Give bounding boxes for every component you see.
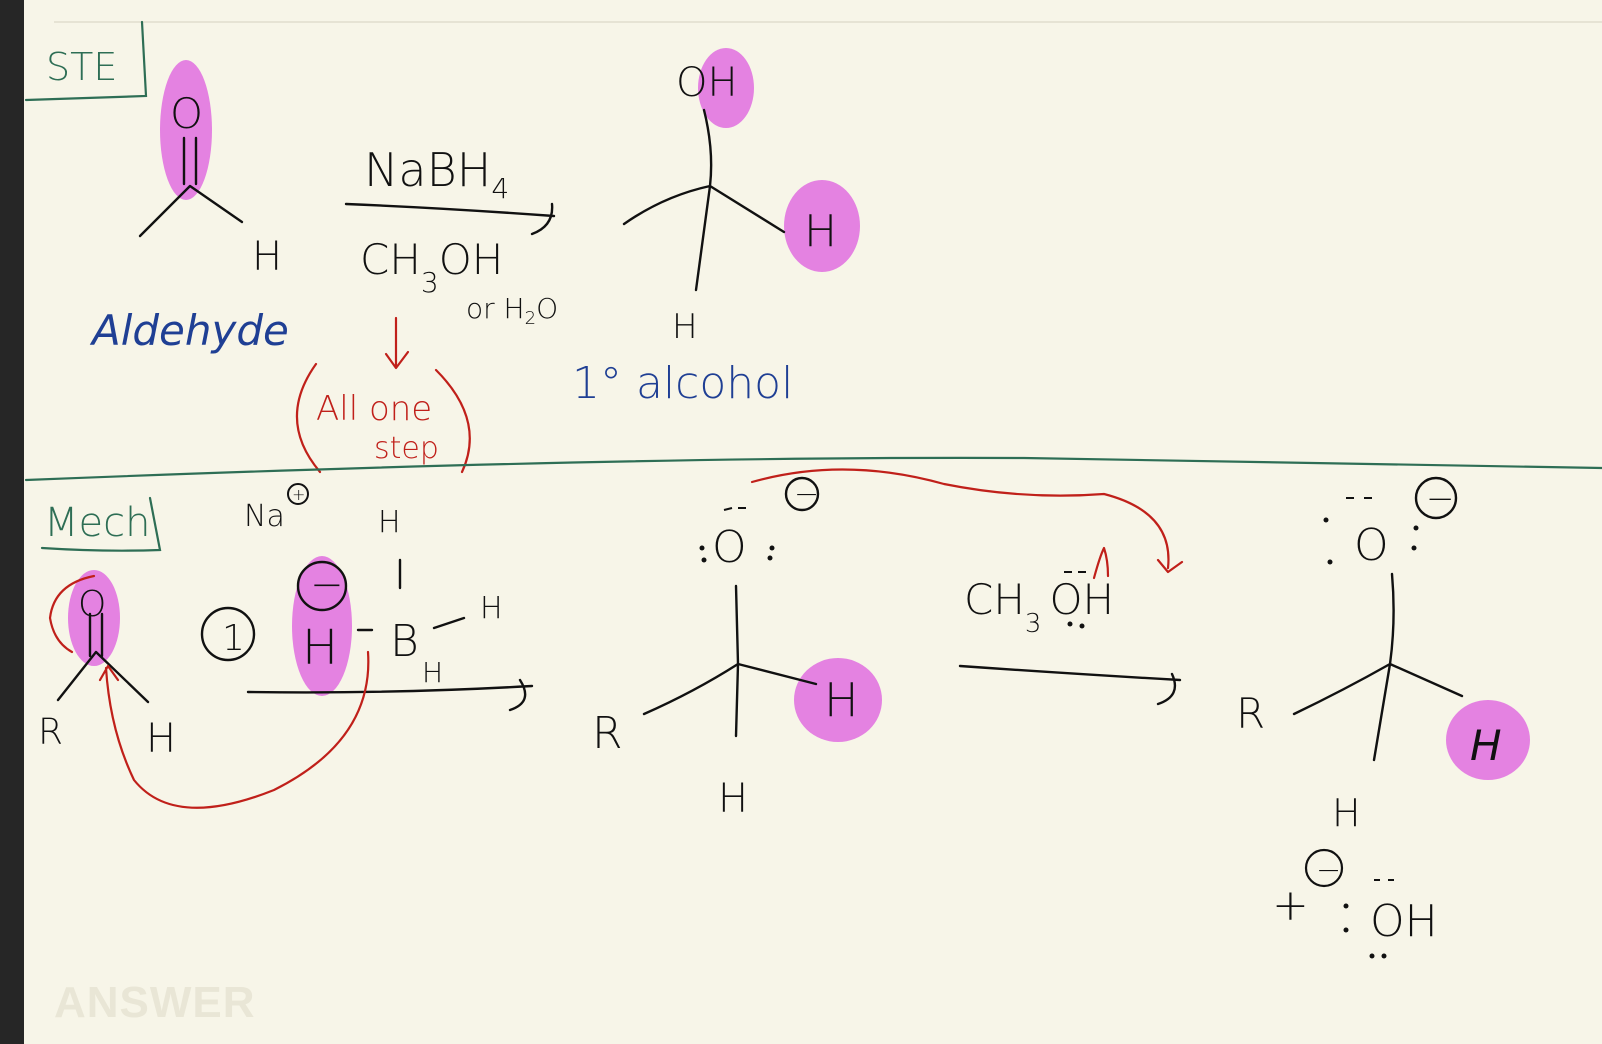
lone-pair-dash — [723, 507, 733, 511]
lone-pair-dot — [769, 545, 775, 551]
lone-pair-dot — [1343, 927, 1349, 933]
lone-pair-dot — [701, 557, 707, 563]
ste-label-box — [24, 20, 148, 102]
product-h-bottom: H — [672, 307, 698, 347]
lone-pair-dot — [1327, 559, 1333, 565]
lone-pair-dot — [1381, 953, 1387, 959]
mech-carbonyl-skeleton — [56, 650, 150, 704]
product-h-highlight — [1446, 700, 1530, 780]
mech-carbonyl-highlight — [68, 570, 120, 666]
electron-mark-icon — [1092, 546, 1110, 580]
reagent-nabh: NaBH4 — [364, 143, 509, 205]
reagent-methanol: CH3OH — [360, 235, 503, 299]
answer-watermark: ANSWER — [54, 978, 256, 1027]
hydride-attack-arrow — [98, 650, 370, 809]
byproduct-oh: OH — [1370, 896, 1438, 947]
product-skeleton — [622, 108, 786, 292]
pi-bond-arrow — [48, 574, 96, 654]
final-product-h-bottom: H — [1332, 791, 1361, 835]
oh-highlight — [698, 48, 754, 128]
mech-carbonyl-h: H — [146, 716, 176, 762]
lone-pair-dot — [1413, 525, 1419, 531]
lone-pair-dot — [1369, 953, 1375, 959]
intermediate-h-right: H — [824, 673, 859, 727]
product-name: 1° alcohol — [572, 358, 793, 409]
intermediate-h-bottom: H — [718, 776, 748, 822]
final-product-h-right: H — [1470, 721, 1502, 770]
mech-arrow-1 — [246, 678, 534, 712]
protonation-arrow — [750, 468, 1184, 574]
note-line-1: All one — [316, 389, 432, 429]
hydride-charge: − — [310, 562, 344, 608]
lone-pair-dot — [699, 545, 705, 551]
step-1-circle — [200, 606, 256, 662]
product-charge: − — [1426, 479, 1455, 519]
alkoxide-charge: − — [794, 477, 819, 512]
boron-h-bottom: H — [422, 656, 443, 689]
sodium-label: Na — [244, 499, 285, 534]
aldehyde-oxygen: O — [170, 89, 203, 138]
byproduct-charge-circle — [1304, 848, 1344, 888]
byproduct-plus: + — [1272, 880, 1309, 931]
hydride-highlight — [292, 556, 352, 696]
product-o: O — [1354, 520, 1389, 571]
sodium-charge-circle — [287, 483, 309, 505]
whiteboard-canvas[interactable]: STE O H Aldehyde NaBH4 CH3OH or H2O All … — [24, 0, 1602, 1044]
note-parentheses — [295, 362, 471, 474]
sodium-charge: + — [292, 485, 305, 504]
intermediate-skeleton — [642, 584, 818, 738]
lone-pair-dot — [767, 555, 773, 561]
boron-h-top: H — [378, 505, 401, 540]
section-divider — [24, 456, 1602, 482]
reagent-water: or H2O — [466, 292, 558, 329]
product-oh: OH — [676, 60, 738, 106]
note-arrow-icon — [384, 316, 410, 370]
note-line-2: step — [374, 431, 439, 466]
product-h-right: H — [804, 206, 837, 257]
byproduct-charge: − — [1316, 853, 1341, 888]
boron-h-right: H — [480, 591, 503, 626]
alkoxide-o: O — [712, 522, 747, 573]
drawing-surface: STE O H Aldehyde NaBH4 CH3OH or H2O All … — [24, 20, 1602, 959]
hydride-h-highlight — [784, 180, 860, 272]
product-charge-circle — [1414, 476, 1458, 520]
intermediate-r: R — [592, 708, 623, 759]
mech-carbonyl-r: R — [38, 712, 63, 753]
boron-atom: B — [390, 616, 419, 667]
aldehyde-h: H — [252, 234, 282, 280]
ste-label: STE — [46, 45, 117, 89]
final-product-skeleton — [1292, 572, 1464, 762]
ste-section: STE O H Aldehyde NaBH4 CH3OH or H2O All … — [24, 20, 860, 474]
mech-arrow-2 — [958, 664, 1182, 706]
mech-label-underline — [40, 496, 162, 552]
aldehyde-name: Aldehyde — [89, 306, 289, 355]
lone-pair-dot — [1411, 545, 1417, 551]
carbonyl-highlight — [160, 60, 212, 200]
lone-pair-dot — [1343, 903, 1349, 909]
lone-pair-dot — [1323, 517, 1329, 523]
ste-reaction-arrow — [344, 202, 556, 236]
mech-section: Mech O R H 1 Na + − H H — [38, 468, 1530, 959]
hydride-h: H — [302, 620, 338, 676]
step-1-number: 1 — [222, 618, 245, 659]
aldehyde-skeleton — [138, 184, 244, 238]
alkoxide-charge-circle — [784, 476, 820, 512]
final-product-r: R — [1236, 689, 1265, 738]
left-sidebar — [0, 0, 24, 1044]
hydride-charge-circle — [296, 560, 348, 612]
lone-pair-dot — [1067, 621, 1073, 627]
intermediate-h-highlight — [794, 658, 882, 742]
b-h-right-bond — [432, 616, 466, 630]
lone-pair-dot — [1079, 623, 1085, 629]
mech-label: Mech — [44, 500, 150, 546]
